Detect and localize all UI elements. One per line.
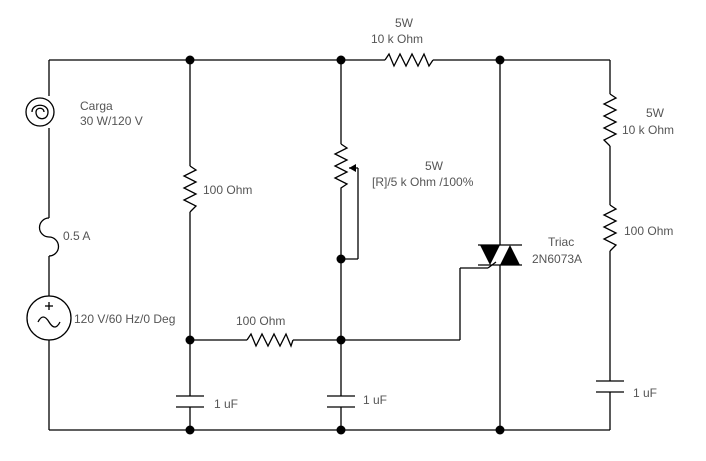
- lamp-symbol: [25, 97, 55, 127]
- capacitor-right: [596, 380, 624, 393]
- source-label: 120 V/60 Hz/0 Deg: [74, 312, 175, 326]
- capacitor-right-label: 1 uF: [633, 386, 657, 400]
- resistor-top-value: 10 k Ohm: [371, 32, 423, 46]
- resistor-gate-shunt-label: 100 Ohm: [203, 183, 252, 197]
- capacitor-left-label: 1 uF: [214, 397, 238, 411]
- potentiometer-symbol: [333, 143, 356, 192]
- ac-source-symbol: [26, 295, 72, 341]
- capacitor-middle: [327, 395, 355, 408]
- resistor-series: [246, 332, 294, 348]
- triac-part-label: 2N6073A: [532, 252, 582, 266]
- capacitor-left: [176, 395, 204, 408]
- triac-name-label: Triac: [548, 235, 574, 249]
- resistor-series-label: 100 Ohm: [236, 314, 285, 328]
- pot-power-label: 5W: [425, 159, 444, 173]
- wires: [48, 59, 611, 431]
- resistor-snubber-top-value: 10 k Ohm: [622, 123, 674, 137]
- lamp-rating-label: 30 W/120 V: [80, 114, 143, 128]
- resistor-top-power-rating: 5W: [395, 16, 414, 30]
- resistor-snubber-bottom: [602, 204, 618, 252]
- lamp-name-label: Carga: [80, 99, 113, 113]
- resistor-gate-shunt: [182, 165, 198, 213]
- resistor-snubber-top: [602, 93, 618, 147]
- fuse-symbol: [38, 217, 60, 257]
- junction-nodes: [185, 55, 505, 435]
- pot-value-label: [R]/5 k Ohm /100%: [372, 175, 474, 189]
- resistor-snubber-bottom-label: 100 Ohm: [624, 224, 673, 238]
- resistor-snubber-top-power: 5W: [646, 106, 665, 120]
- capacitor-middle-label: 1 uF: [363, 393, 387, 407]
- fuse-label: 0.5 A: [63, 229, 90, 243]
- resistor-top-power: [384, 52, 434, 68]
- triac-symbol: [478, 244, 522, 269]
